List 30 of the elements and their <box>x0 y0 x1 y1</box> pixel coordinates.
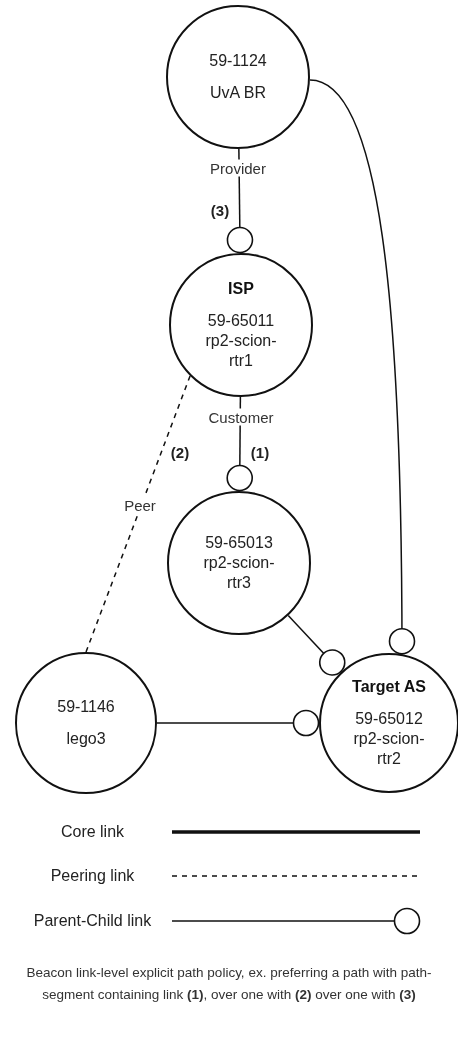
edge-label: Peer <box>122 496 158 514</box>
connector-line <box>309 79 416 655</box>
connector-line <box>156 709 320 737</box>
node-label: lego3 <box>66 729 106 749</box>
node-label: UvA BR <box>210 83 266 103</box>
node-label: 59-65011 rp2-scion-rtr1 <box>204 311 278 371</box>
dashed-connector <box>85 375 191 653</box>
legend-label: Parent-Child link <box>32 911 153 931</box>
link-number: (2) <box>170 443 190 461</box>
node-circle <box>319 653 458 793</box>
node-heading: ISP <box>228 279 254 299</box>
node-label: 59-65013 rp2-scion-rtr3 <box>202 533 276 593</box>
link-number: (1) <box>250 443 270 461</box>
connector-line <box>226 396 253 492</box>
legend-label: Core link <box>59 822 126 842</box>
connector-line <box>287 614 346 676</box>
link-number: (3) <box>210 201 230 219</box>
edge-label: Customer <box>206 408 276 426</box>
node-label: 59-1146 <box>57 697 115 717</box>
node-circle <box>167 491 311 635</box>
node-circle <box>169 253 313 397</box>
edge-label: Provider <box>208 159 268 177</box>
node-circle <box>15 652 157 794</box>
node-label: 59-1124 <box>209 51 267 71</box>
node-label: 59-65012 rp2-scion-rtr2 <box>352 709 426 769</box>
node-circle <box>166 5 310 149</box>
legend-label: Peering link <box>49 866 136 886</box>
node-heading: Target AS <box>352 677 426 697</box>
connector-line <box>226 148 254 254</box>
caption: Beacon link-level explicit path policy, ex. preferring a path with path-segment containing link (1), over one with (2) over one with (3) <box>26 964 432 1004</box>
